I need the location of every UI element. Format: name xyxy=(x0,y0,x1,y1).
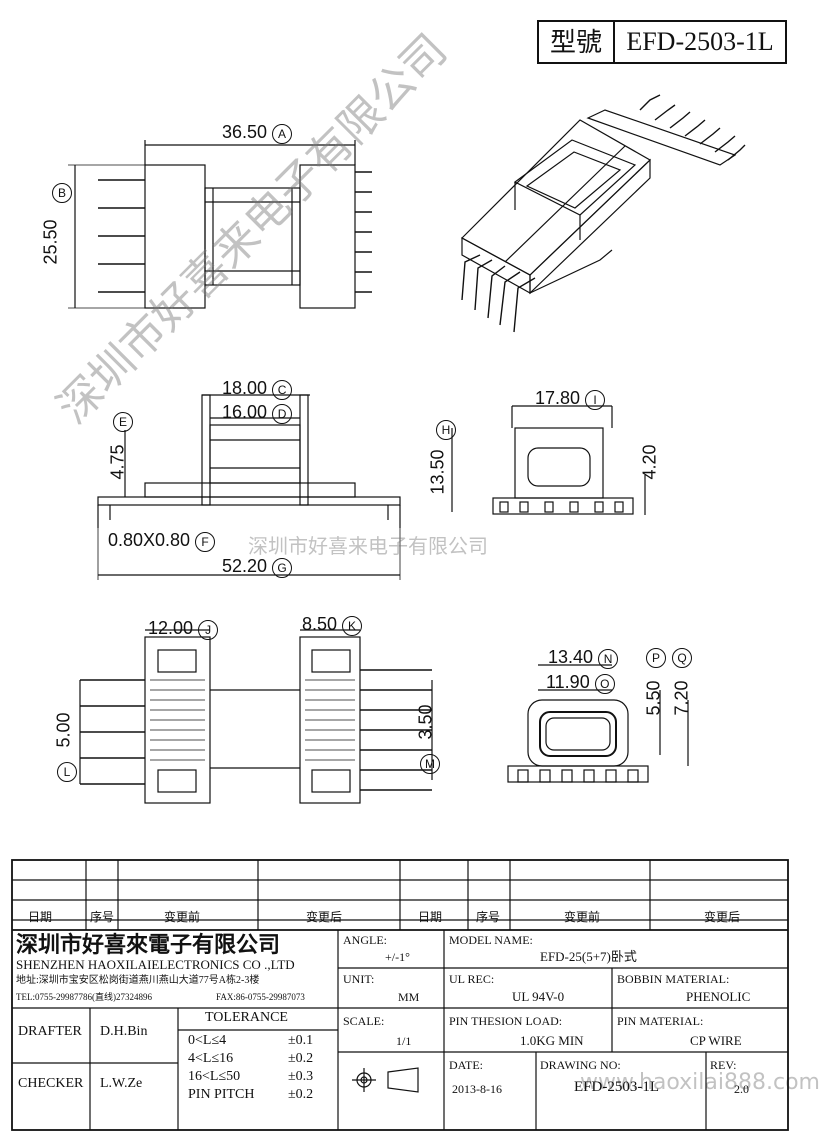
date-label: DATE: xyxy=(449,1058,483,1072)
tolerance-value-4: ±0.2 xyxy=(288,1087,314,1102)
model-title-block: 型號 EFD-2503-1L xyxy=(537,20,787,64)
rev-header-before-2: 变更前 xyxy=(564,910,601,924)
company-fax: FAX:86-0755-29987073 xyxy=(216,992,305,1002)
dim-g: 52.20 G xyxy=(222,556,293,578)
bobbin-label: BOBBIN MATERIAL: xyxy=(617,972,730,986)
rev-header-after-2: 变更后 xyxy=(704,910,741,924)
dim-h: 13.50 xyxy=(427,449,448,495)
rev-header-no-1: 序号 xyxy=(90,910,115,924)
unit-label: UNIT: xyxy=(343,972,375,986)
rev-value: 2.0 xyxy=(734,1082,749,1096)
bobbin-value: PHENOLIC xyxy=(686,989,751,1004)
checker-label: CHECKER xyxy=(18,1076,84,1091)
ul-label: UL REC: xyxy=(449,972,495,986)
unit-value: MM xyxy=(398,990,420,1004)
dim-tag-n: N xyxy=(598,649,619,669)
dim-q: 7.20 xyxy=(671,680,692,716)
dim-l-tag: L xyxy=(57,762,77,782)
rev-header-date-1: 日期 xyxy=(28,910,53,924)
tolerance-range-2: 4<L≤16 xyxy=(188,1051,234,1066)
isometric-view xyxy=(461,94,746,333)
angle-value: +/-1° xyxy=(385,950,410,964)
dim-tag-a: A xyxy=(272,124,293,144)
tolerance-range-4: PIN PITCH xyxy=(188,1087,255,1102)
top-view xyxy=(68,140,372,309)
company-name-en: SHENZHEN HAOXILAIELECTRONICS CO .,LTD xyxy=(16,957,295,972)
dim-i: 17.80 I xyxy=(535,388,606,410)
drafter-label: DRAFTER xyxy=(18,1024,82,1039)
tolerance-range-3: 16<L≤50 xyxy=(188,1069,241,1084)
model-name-label: MODEL NAME: xyxy=(449,933,533,947)
dim-k: 8.50 K xyxy=(302,614,363,636)
dim-p-tag: P xyxy=(646,648,666,668)
dim-o: 11.90 O xyxy=(546,672,615,694)
dim-tag-k: K xyxy=(342,616,363,636)
rev-header-no-2: 序号 xyxy=(476,910,501,924)
company-address: 地址:深圳市宝安区松岗街道燕川燕山大道77号A栋2-3楼 xyxy=(16,975,260,986)
bottom-view xyxy=(79,629,433,804)
dim-a: 36.50 A xyxy=(222,122,293,144)
dim-m-tag: M xyxy=(420,754,440,774)
dim-tag-g: G xyxy=(272,558,293,578)
rev-header-before-1: 变更前 xyxy=(164,910,201,924)
dim-f: 0.80X0.80 F xyxy=(108,530,216,552)
company-tel: TEL:0755-29987786(直线)27324896 xyxy=(16,992,152,1002)
dim-tag-c: C xyxy=(272,380,293,400)
tolerance-value-1: ±0.1 xyxy=(288,1033,314,1048)
dim-tag-d: D xyxy=(272,404,293,424)
pin-load-value: 1.0KG MIN xyxy=(520,1033,584,1048)
dim-c: 18.00 C xyxy=(222,378,293,400)
dim-d: 16.00 D xyxy=(222,402,293,424)
tolerance-title: TOLERANCE xyxy=(205,1010,288,1025)
pin-material-value: CP WIRE xyxy=(690,1033,742,1048)
dim-n: 13.40 N xyxy=(548,647,619,669)
dim-tag-j: J xyxy=(198,620,219,640)
pin-load-label: PIN THESION LOAD: xyxy=(449,1014,563,1028)
dim-tag-o: O xyxy=(594,674,615,694)
dim-p: 5.50 xyxy=(643,680,664,716)
dim-j: 12.00 J xyxy=(148,618,219,640)
model-value: EFD-2503-1L xyxy=(626,27,774,56)
dim-h-tag: H xyxy=(436,420,456,440)
drawing-sheet xyxy=(68,94,746,804)
model-label: 型號 xyxy=(539,22,615,62)
dim-b: 25.50 xyxy=(40,219,61,265)
scale-label: SCALE: xyxy=(343,1014,385,1028)
dim-tag-f: F xyxy=(195,532,216,552)
company-name-cn: 深圳市好喜來電子有限公司 xyxy=(16,932,281,957)
tolerance-range-1: 0<L≤4 xyxy=(188,1033,227,1048)
title-block-grid xyxy=(11,859,789,1131)
date-value: 2013-8-16 xyxy=(452,1082,502,1096)
cross-section-view xyxy=(507,664,689,783)
dim-4-20: 4.20 xyxy=(639,444,660,480)
dim-l: 5.00 xyxy=(53,712,74,748)
tolerance-value-2: ±0.2 xyxy=(288,1051,314,1066)
dim-e: 4.75 xyxy=(107,444,128,480)
dim-m: 3.50 xyxy=(415,704,436,740)
rev-label: REV: xyxy=(710,1058,737,1072)
dim-e-tag: E xyxy=(113,412,133,432)
angle-label: ANGLE: xyxy=(343,933,387,947)
model-name-value: EFD-25(5+7)卧式 xyxy=(540,949,637,964)
checker-value: L.W.Ze xyxy=(100,1076,143,1091)
drawing-no-value: EFD-2503-1L xyxy=(574,1079,659,1095)
tolerance-value-3: ±0.3 xyxy=(288,1069,314,1084)
rev-header-after-1: 变更后 xyxy=(306,910,343,924)
dim-q-tag: Q xyxy=(672,648,692,668)
drawing-no-label: DRAWING NO: xyxy=(540,1058,621,1072)
scale-value: 1/1 xyxy=(396,1034,412,1048)
rev-header-date-2: 日期 xyxy=(418,910,443,924)
drafter-value: D.H.Bin xyxy=(100,1024,148,1039)
ul-value: UL 94V-0 xyxy=(512,989,565,1004)
dim-tag-i: I xyxy=(585,390,606,410)
pin-material-label: PIN MATERIAL: xyxy=(617,1014,704,1028)
dim-b-tag: B xyxy=(52,183,72,203)
front-view xyxy=(451,405,646,515)
